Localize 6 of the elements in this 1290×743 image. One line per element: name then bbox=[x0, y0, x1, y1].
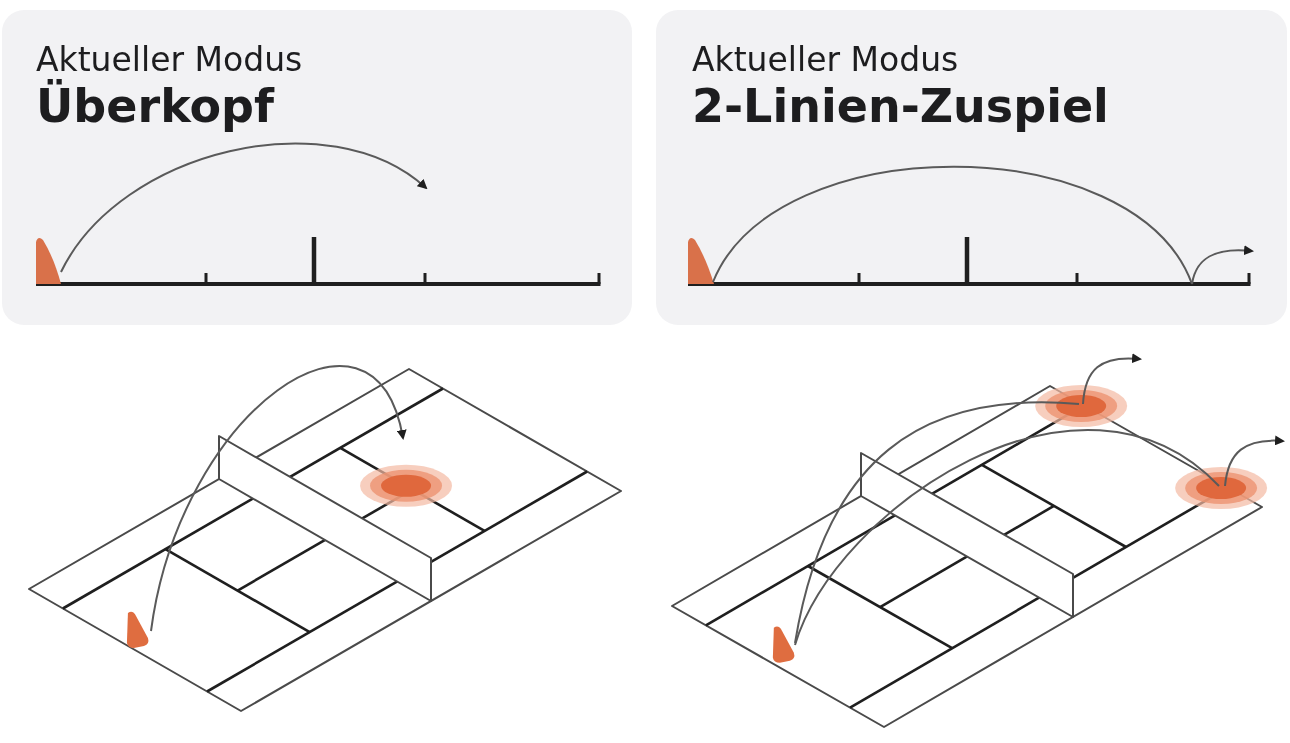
mode-title: 2-Linien-Zuspiel bbox=[692, 81, 1109, 131]
mode-title: Überkopf bbox=[36, 81, 275, 131]
mode-caption: Aktueller Modus bbox=[36, 42, 303, 78]
mode-panel bbox=[2, 10, 632, 325]
mode-panel bbox=[656, 10, 1287, 325]
mode-caption: Aktueller Modus bbox=[692, 42, 959, 78]
